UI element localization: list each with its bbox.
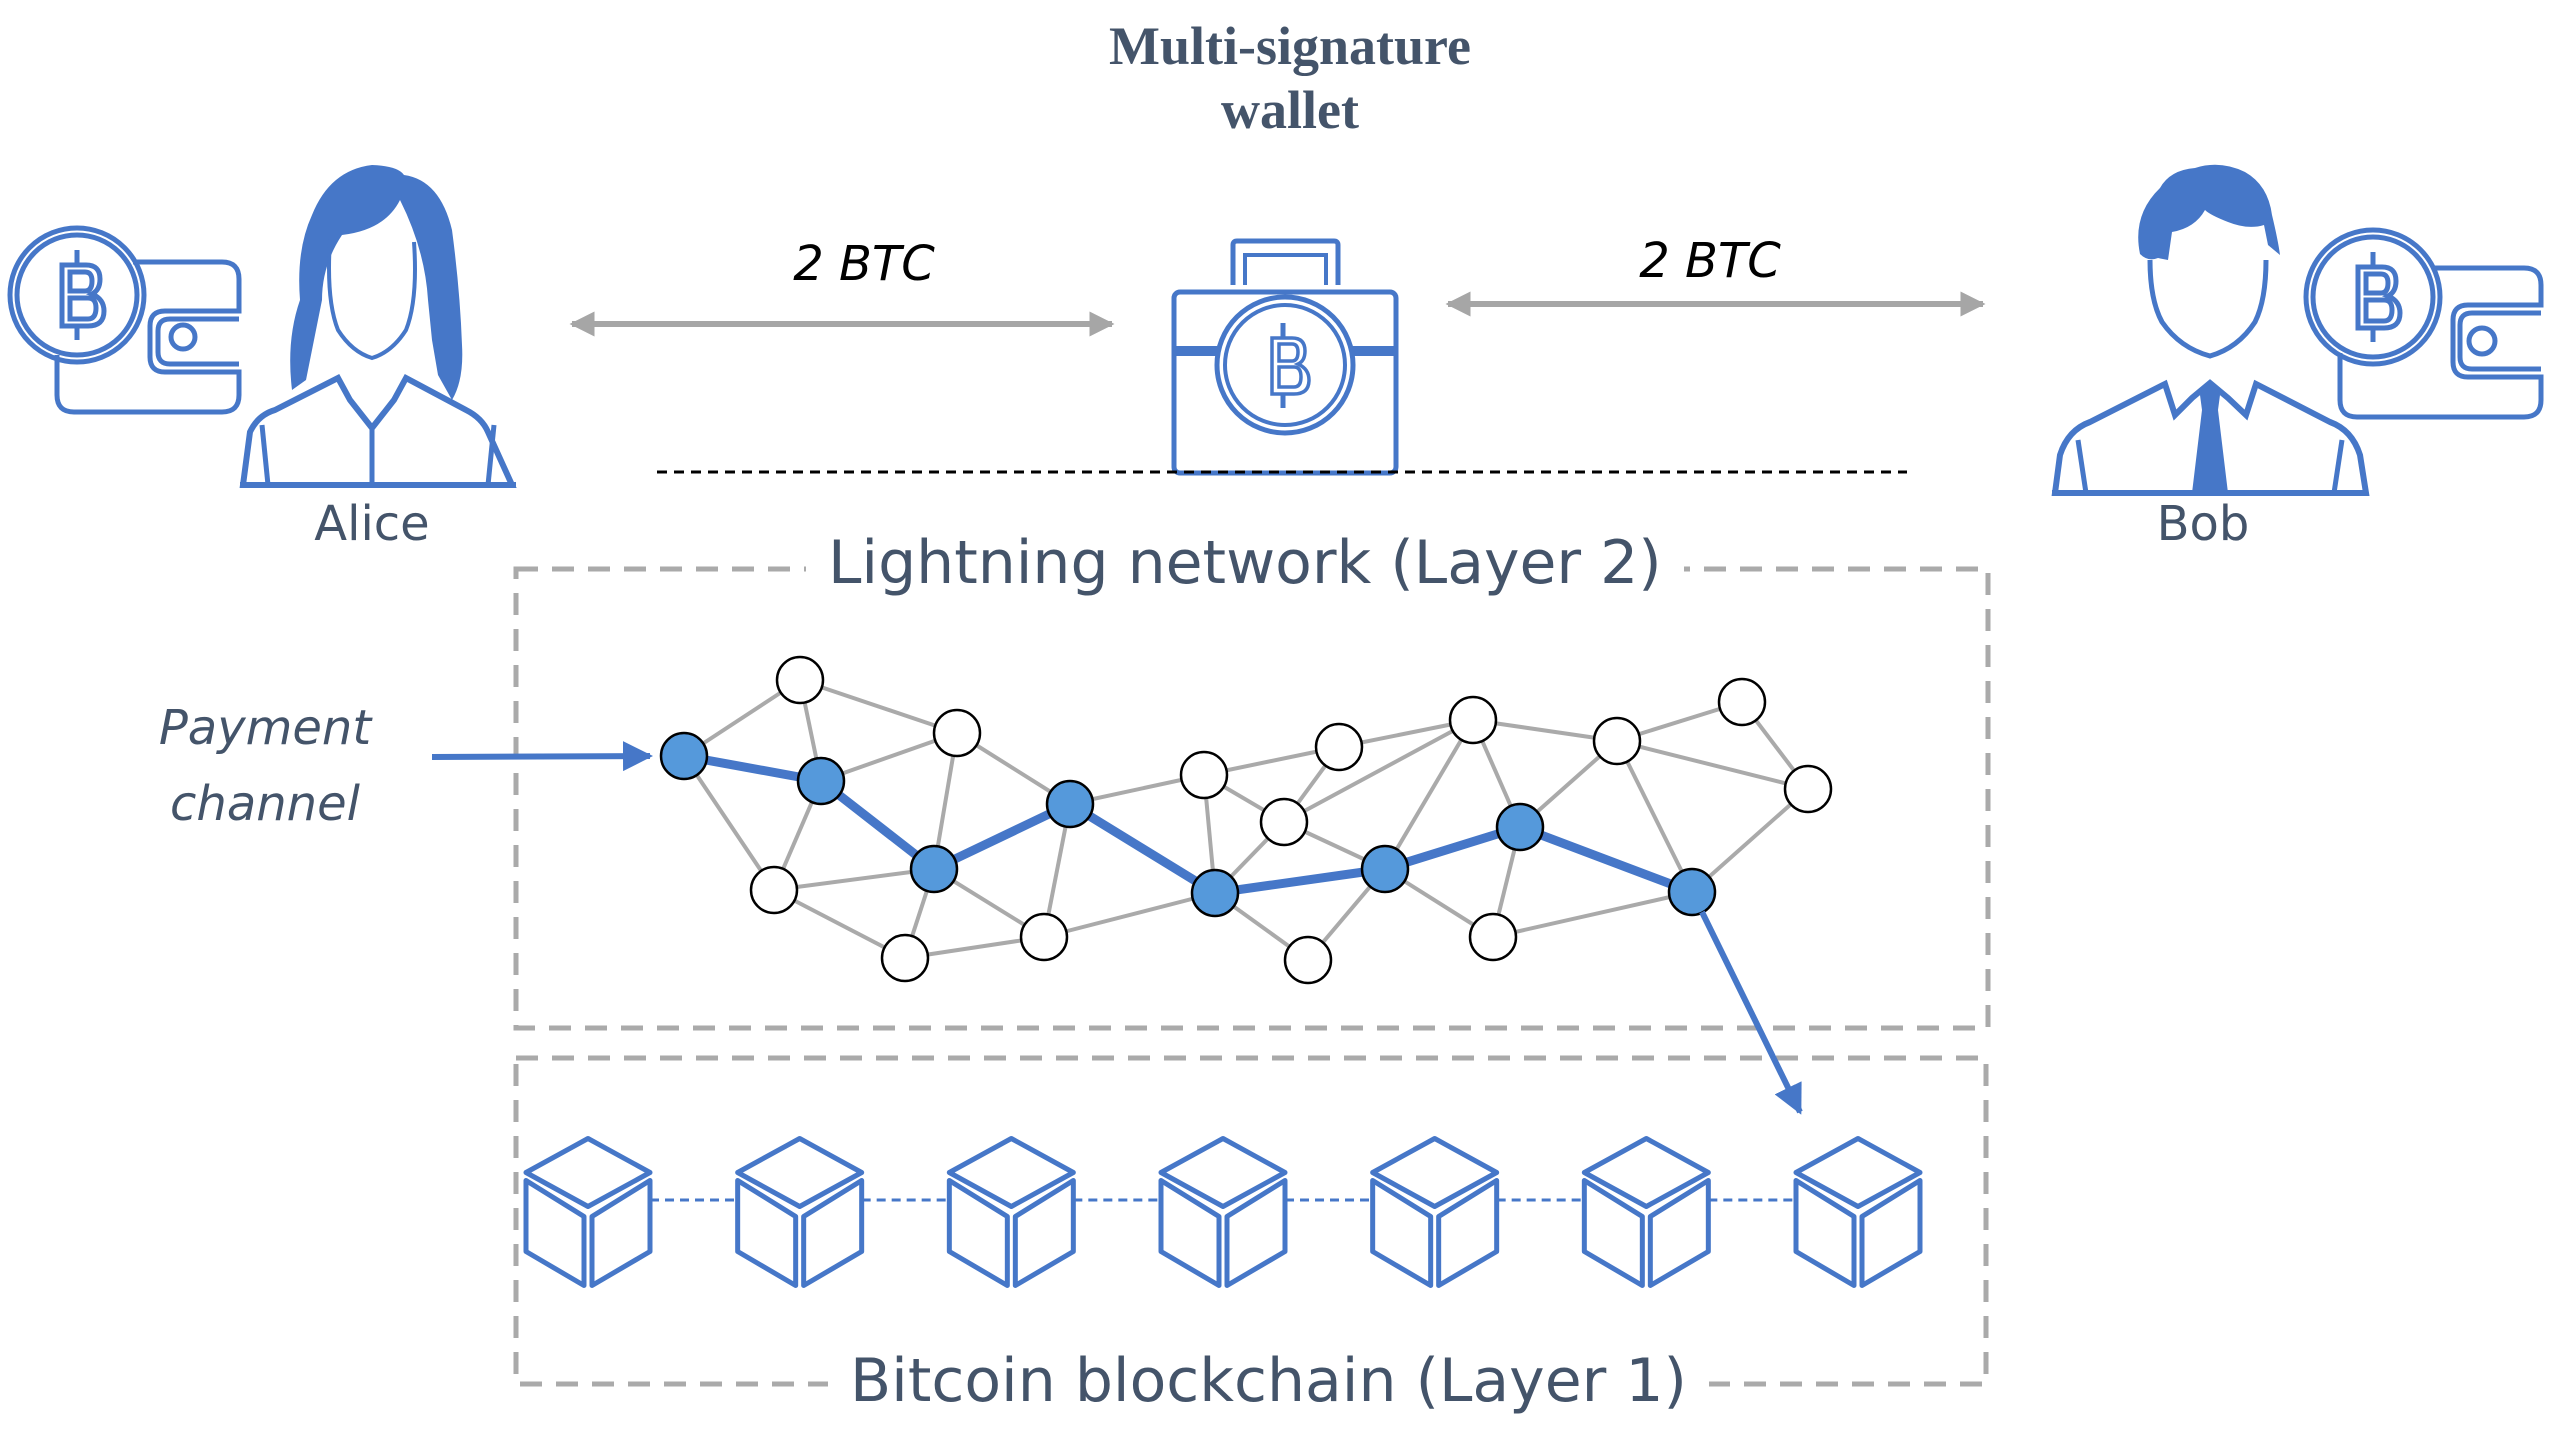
payment-path-node bbox=[1667, 867, 1717, 917]
network-node bbox=[775, 655, 825, 705]
alice-label: Alice bbox=[314, 496, 430, 552]
bob-label: Bob bbox=[2156, 496, 2250, 552]
network-node bbox=[1283, 935, 1333, 985]
cube-block-icon bbox=[1793, 1136, 1923, 1288]
network-node bbox=[749, 865, 799, 915]
network-node bbox=[1259, 797, 1309, 847]
bob-avatar-icon bbox=[2051, 164, 2370, 496]
title-line-1: Multi-signature bbox=[1109, 16, 1471, 76]
payment-path-edge bbox=[1065, 799, 1220, 898]
title-line-2: wallet bbox=[1221, 80, 1359, 140]
payment-path-node bbox=[1190, 868, 1240, 918]
network-edge bbox=[773, 888, 906, 960]
multisig-wallet-title: Multi-signature wallet bbox=[1080, 14, 1500, 142]
network-nodes bbox=[659, 655, 1833, 985]
cube-block-icon bbox=[735, 1136, 865, 1288]
network-node bbox=[1783, 764, 1833, 814]
network-node bbox=[1314, 722, 1364, 772]
payment-path-edge bbox=[929, 799, 1075, 874]
cube-block-icon bbox=[1158, 1136, 1288, 1288]
bob-bitcoin-wallet-icon bbox=[2303, 227, 2544, 420]
payment-channel-label: Payment channel bbox=[158, 700, 372, 832]
cube-block-icon bbox=[1370, 1136, 1500, 1288]
payment-path-node bbox=[659, 731, 709, 781]
network-edge bbox=[1043, 891, 1216, 939]
payment-path-edge bbox=[1515, 822, 1697, 897]
network-edge bbox=[773, 867, 935, 892]
network-node bbox=[1019, 912, 1069, 962]
network-edge bbox=[682, 754, 776, 892]
network-edge bbox=[1472, 718, 1618, 743]
alice-avatar-icon bbox=[239, 165, 517, 488]
network-node bbox=[1179, 750, 1229, 800]
layer1-label: Bitcoin blockchain (Layer 1) bbox=[828, 1346, 1709, 1416]
alice-bitcoin-wallet-icon bbox=[7, 225, 242, 415]
cube-block-icon bbox=[946, 1136, 1076, 1288]
network-edge bbox=[1615, 740, 1694, 893]
network-edge bbox=[1283, 718, 1474, 824]
network-edge bbox=[1616, 739, 1809, 791]
bob-transfer-amount: 2 BTC bbox=[1639, 233, 1781, 289]
network-node bbox=[1448, 695, 1498, 745]
network-node bbox=[932, 708, 982, 758]
payment-path-node bbox=[796, 756, 846, 806]
payment-path-node bbox=[1495, 802, 1545, 852]
cube-block-icon bbox=[523, 1136, 653, 1288]
network-node bbox=[1717, 677, 1767, 727]
payment-path-node bbox=[1360, 844, 1410, 894]
payment-path-node bbox=[909, 844, 959, 894]
cube-block-icon bbox=[1581, 1136, 1711, 1288]
network-node bbox=[880, 933, 930, 983]
network-edge bbox=[1690, 787, 1810, 894]
settlement-arrow bbox=[1699, 910, 1803, 1115]
payment-path-edge bbox=[1210, 864, 1390, 898]
network-edge bbox=[1383, 718, 1475, 871]
blockchain-blocks bbox=[523, 1136, 1923, 1288]
network-edge bbox=[1492, 890, 1693, 939]
multisig-briefcase-icon bbox=[1171, 238, 1399, 476]
network-node bbox=[1592, 716, 1642, 766]
network-edges bbox=[682, 678, 1810, 962]
layer2-label: Lightning network (Layer 2) bbox=[806, 528, 1684, 598]
layer2-box bbox=[513, 566, 1991, 1031]
network-edge bbox=[799, 678, 958, 735]
payment-channel-arrow bbox=[431, 741, 653, 772]
alice-transfer-amount: 2 BTC bbox=[793, 236, 935, 292]
payment-path-node bbox=[1045, 779, 1095, 829]
network-node bbox=[1468, 912, 1518, 962]
